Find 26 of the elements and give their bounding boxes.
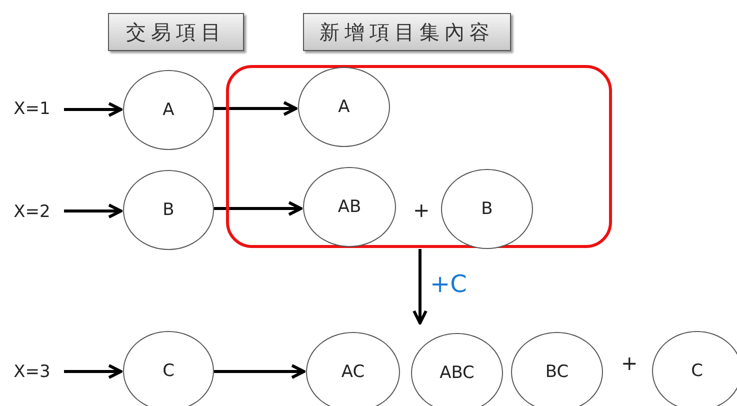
arrow bbox=[214, 364, 306, 379]
input-label: X=1 bbox=[10, 98, 54, 120]
arrow bbox=[64, 204, 122, 218]
itemset-circle: AC bbox=[306, 332, 400, 406]
group-box bbox=[226, 65, 612, 248]
input-label: X=3 bbox=[10, 361, 54, 383]
itemset-circle: B bbox=[123, 170, 214, 250]
header-box: 新增項目集內容 bbox=[303, 13, 511, 51]
itemset-circle: ABC bbox=[411, 333, 503, 406]
itemset-circle: C bbox=[123, 331, 214, 406]
plus-sign: + bbox=[413, 198, 430, 222]
itemset-circle: C bbox=[652, 331, 737, 406]
arrow bbox=[64, 364, 122, 379]
plus-sign: + bbox=[621, 351, 638, 375]
header-box: 交易項目 bbox=[108, 13, 244, 51]
itemset-circle: A bbox=[298, 67, 390, 147]
arrow bbox=[412, 249, 428, 324]
itemset-circle: B bbox=[441, 169, 533, 249]
input-label: X=2 bbox=[10, 201, 54, 223]
itemset-circle: AB bbox=[303, 167, 396, 247]
arrow bbox=[64, 102, 122, 117]
itemset-circle: BC bbox=[511, 332, 603, 406]
arrow bbox=[214, 101, 298, 116]
edge-label: +C bbox=[430, 270, 467, 298]
arrow bbox=[214, 201, 302, 216]
itemset-circle: A bbox=[123, 70, 214, 150]
